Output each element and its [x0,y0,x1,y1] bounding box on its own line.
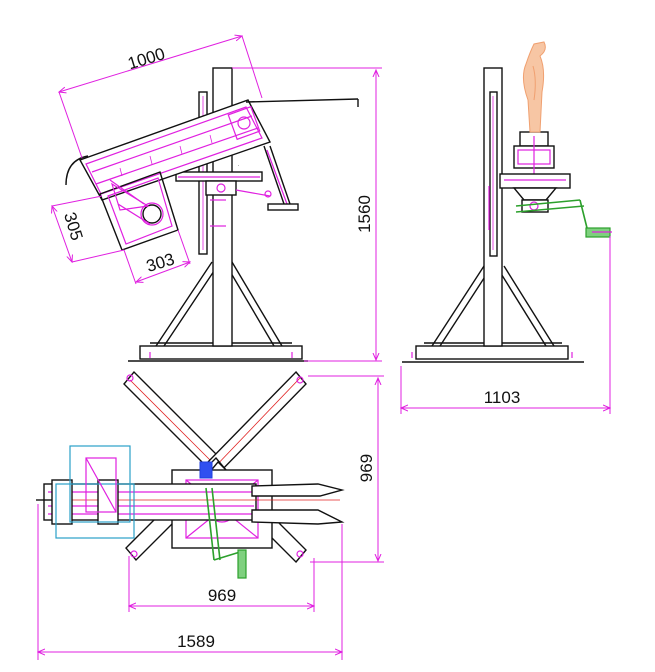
side-view-a-frame [150,261,292,347]
top-view: 969 969 1589 [36,370,384,660]
side-view-base [128,345,308,362]
front-view-base [402,345,584,363]
front-view-product [522,41,546,133]
top-view-crank [205,487,247,579]
dimension-1589: 1589 [38,504,342,660]
dim-hopper-width-label: 303 [144,250,177,276]
dim-base-width-label: 1103 [484,388,521,407]
front-view-head [499,131,571,213]
side-view-conveyor [65,98,359,201]
dim-overall-length-label: 1589 [177,632,215,651]
dimension-1560: 1560 [232,67,382,362]
front-view: 1103 [401,41,612,414]
top-view-forks [251,483,345,525]
dimension-969-vertical: 969 [308,375,384,563]
side-view-crank: . [235,145,299,211]
svg-text:.: . [238,162,239,168]
side-view-table [175,171,263,196]
dim-hopper-height-label: 305 [60,210,86,243]
dim-depth-label: 969 [357,454,376,482]
dimension-1103: 1103 [401,236,610,414]
top-view-conveyor [36,479,340,525]
side-view: . 1000 305 303 1560 [52,36,382,362]
top-view-hopper [55,445,135,539]
dimension-969-horizontal: 969 [129,556,314,612]
dim-total-height-label: 1560 [355,195,374,233]
front-view-crank [515,199,612,238]
dim-width-label: 969 [208,586,236,605]
front-view-column [483,67,503,347]
dim-length-label: 1000 [126,44,168,73]
